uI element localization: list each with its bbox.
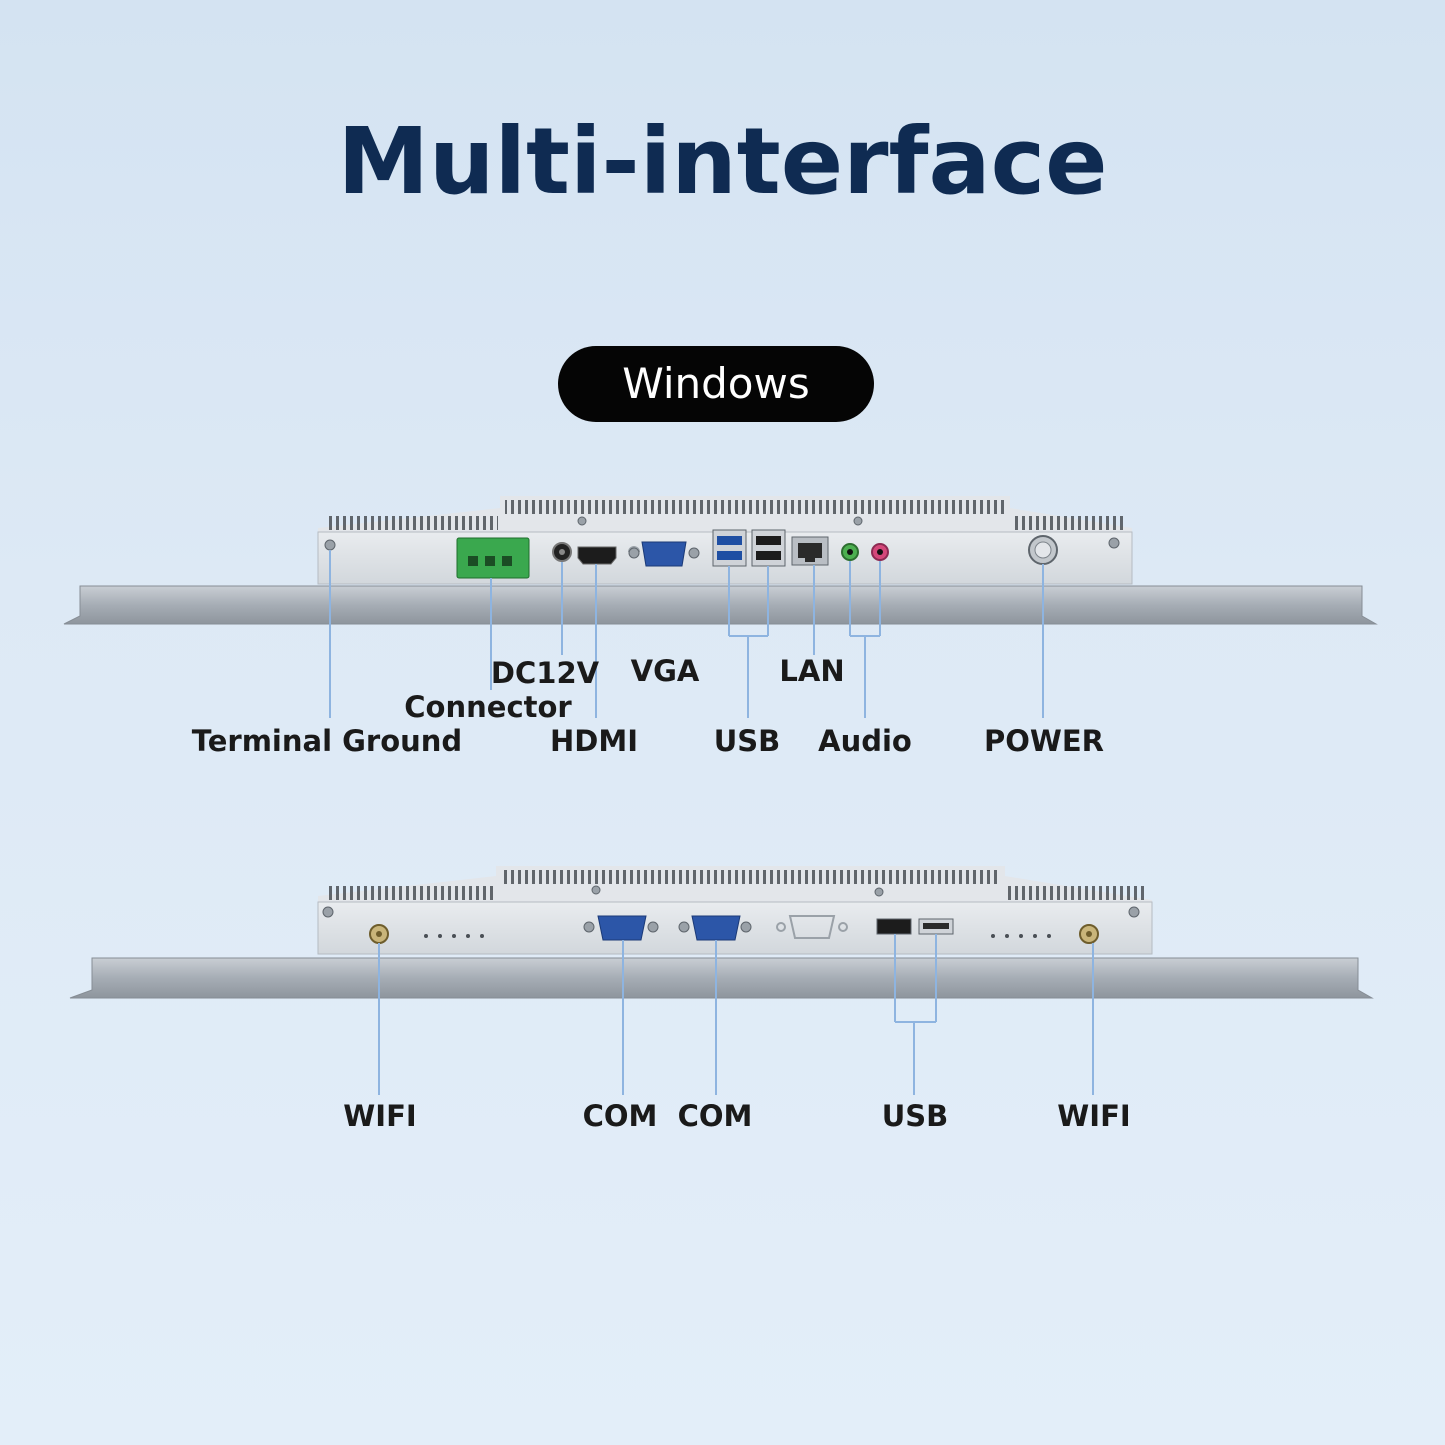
com-port-2 xyxy=(678,915,752,941)
label-audio: Audio xyxy=(818,724,912,758)
os-badge: Windows xyxy=(558,346,874,422)
label-power: POWER xyxy=(983,724,1105,758)
top-callout-lines xyxy=(329,550,1044,718)
usb-port-stack-2 xyxy=(751,529,786,567)
hdmi-port xyxy=(577,546,617,565)
label-wifi-left: WIFI xyxy=(343,1099,417,1133)
page-title: Multi-interface xyxy=(337,108,1108,215)
label-terminal-ground: Terminal Ground xyxy=(191,724,463,758)
usb-port-1 xyxy=(876,918,912,935)
label-com-2: COM xyxy=(677,1099,753,1133)
label-connector: Connector xyxy=(404,690,572,724)
vga-port xyxy=(641,541,687,567)
bottom-panel-device xyxy=(69,866,1374,1095)
bottom-callout-lines xyxy=(378,934,1094,1095)
label-com-1: COM xyxy=(582,1099,658,1133)
label-dc12v: DC12V xyxy=(490,656,600,690)
label-hdmi: HDMI xyxy=(550,724,638,758)
label-usb-bottom: USB xyxy=(881,1099,949,1133)
usb-port-stack-1 xyxy=(712,529,747,567)
label-lan: LAN xyxy=(779,654,845,688)
label-wifi-right: WIFI xyxy=(1057,1099,1131,1133)
top-panel-device xyxy=(63,496,1378,718)
com-port-1 xyxy=(583,915,659,941)
label-vga: VGA xyxy=(630,654,700,688)
label-usb-top: USB xyxy=(713,724,781,758)
com-port-blank xyxy=(776,915,848,939)
